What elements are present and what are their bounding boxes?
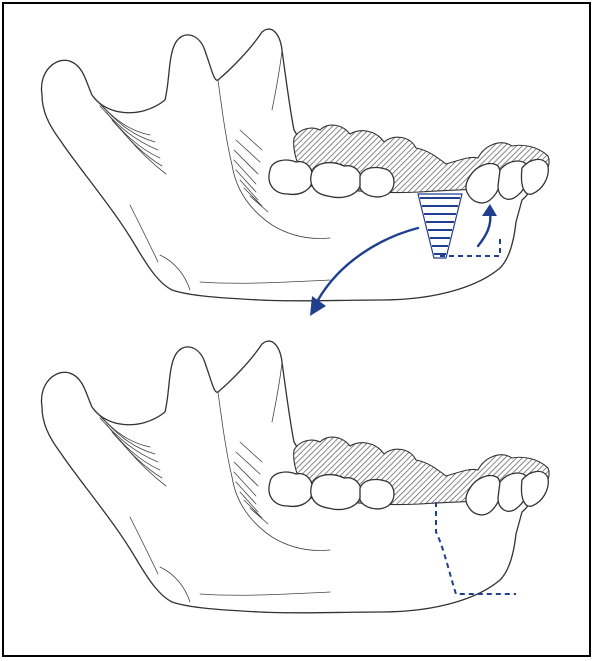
teeth-bottom xyxy=(269,437,549,515)
osteotomy-cut-bottom xyxy=(436,502,516,594)
teeth-top xyxy=(269,125,549,203)
top-panel xyxy=(41,29,549,316)
bottom-panel xyxy=(41,341,549,613)
removal-arrow xyxy=(318,228,418,300)
wedge-segment xyxy=(418,194,462,258)
rotation-arrow xyxy=(478,212,490,246)
